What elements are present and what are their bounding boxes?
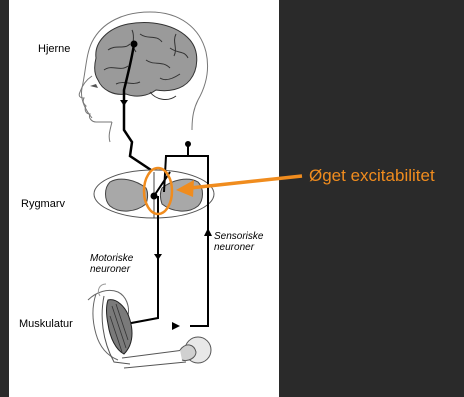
label-muscle: Muskulatur bbox=[19, 318, 73, 330]
label-motor-line2: neuroner bbox=[90, 264, 133, 275]
label-sensory-line2: neuroner bbox=[214, 242, 263, 253]
label-sensory-neurons: Sensoriske neuroner bbox=[214, 231, 263, 253]
label-motor-line1: Motoriske bbox=[90, 253, 133, 264]
callout-text: Øget excitabilitet bbox=[309, 166, 435, 186]
arrow-head bbox=[172, 322, 180, 330]
arrow-head bbox=[120, 100, 128, 106]
label-sensory-line1: Sensoriske bbox=[214, 231, 263, 242]
label-motor-neurons: Motoriske neuroner bbox=[90, 253, 133, 275]
sensory-neuron bbox=[164, 141, 212, 330]
arrow-head bbox=[204, 228, 212, 236]
sensory-ganglion bbox=[185, 141, 191, 147]
arrow-head bbox=[154, 254, 162, 260]
upper-motor-neuron-body bbox=[131, 41, 138, 48]
head-illustration bbox=[79, 12, 207, 142]
label-brain: Hjerne bbox=[38, 43, 70, 55]
label-spinal-cord: Rygmarv bbox=[21, 198, 65, 210]
